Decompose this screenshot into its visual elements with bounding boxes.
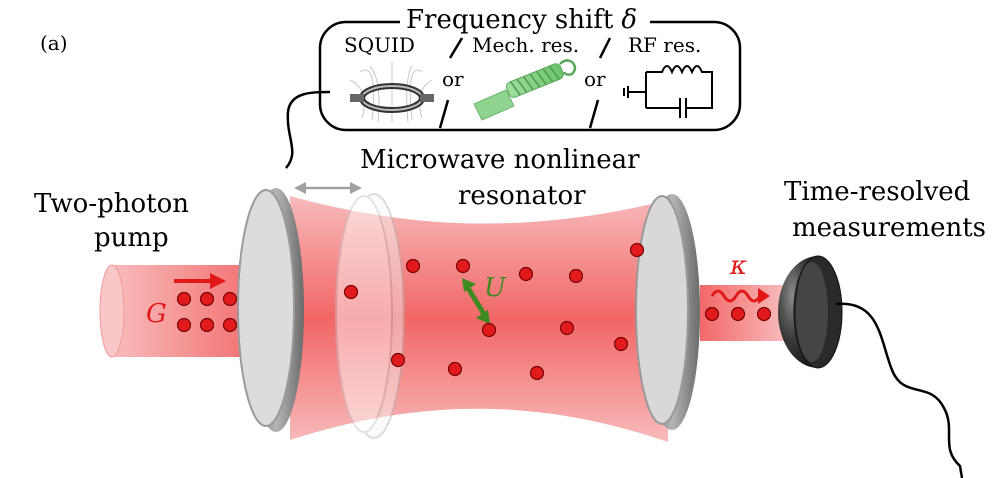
photon xyxy=(730,306,746,322)
displacement-arrow xyxy=(294,182,362,194)
photon xyxy=(529,365,545,381)
measure-label-line1: Time-resolved xyxy=(784,177,970,207)
photon xyxy=(222,291,238,307)
right-mirror xyxy=(635,194,700,430)
separator xyxy=(598,37,612,59)
left-mirror xyxy=(237,188,304,432)
photon xyxy=(559,320,575,336)
photon xyxy=(455,258,471,274)
photon xyxy=(405,258,421,274)
photon xyxy=(568,268,584,284)
photon xyxy=(756,306,772,322)
separator xyxy=(588,99,600,129)
photon xyxy=(199,291,215,307)
photon xyxy=(518,266,534,282)
photons xyxy=(176,242,772,381)
photon xyxy=(447,361,463,377)
option-mechanical-label: Mech. res. xyxy=(472,33,579,57)
rf-resonator-icon xyxy=(623,65,713,118)
option-squid-label: SQUID xyxy=(344,33,415,57)
measure-label-line2: measurements xyxy=(792,213,986,243)
photon xyxy=(704,306,720,322)
title-mask xyxy=(400,4,650,34)
photon xyxy=(176,291,192,307)
resonator-label-line2: resonator xyxy=(458,181,586,211)
photon xyxy=(176,317,192,333)
pump-label-line1: Two-photon xyxy=(34,189,189,219)
loss-symbol: κ xyxy=(729,251,747,281)
pump-arrow xyxy=(174,273,226,289)
photon xyxy=(199,317,215,333)
photon xyxy=(390,352,406,368)
photon xyxy=(629,242,645,258)
panel-label: (a) xyxy=(40,31,68,55)
photon xyxy=(481,322,497,338)
pump-label-line2: pump xyxy=(94,223,169,253)
interaction-symbol: U xyxy=(484,273,507,303)
squid-icon xyxy=(349,62,434,123)
detector-icon xyxy=(778,255,843,369)
option-rf-label: RF res. xyxy=(628,33,701,57)
pump-rate-symbol: G xyxy=(146,299,167,329)
or-label: or xyxy=(442,67,464,91)
photon xyxy=(222,317,238,333)
separator xyxy=(438,99,450,129)
or-label: or xyxy=(584,67,606,91)
detector-cable xyxy=(835,302,964,478)
photon xyxy=(613,336,629,352)
mechanical-resonator-icon xyxy=(473,59,577,121)
loss-arrow xyxy=(710,288,770,304)
movable-mirror xyxy=(335,193,405,439)
cable-to-mirror xyxy=(285,90,331,169)
interaction-arrow xyxy=(462,278,490,324)
photon xyxy=(343,284,359,300)
resonator-label-line1: Microwave nonlinear xyxy=(360,145,640,175)
separator xyxy=(448,37,464,59)
